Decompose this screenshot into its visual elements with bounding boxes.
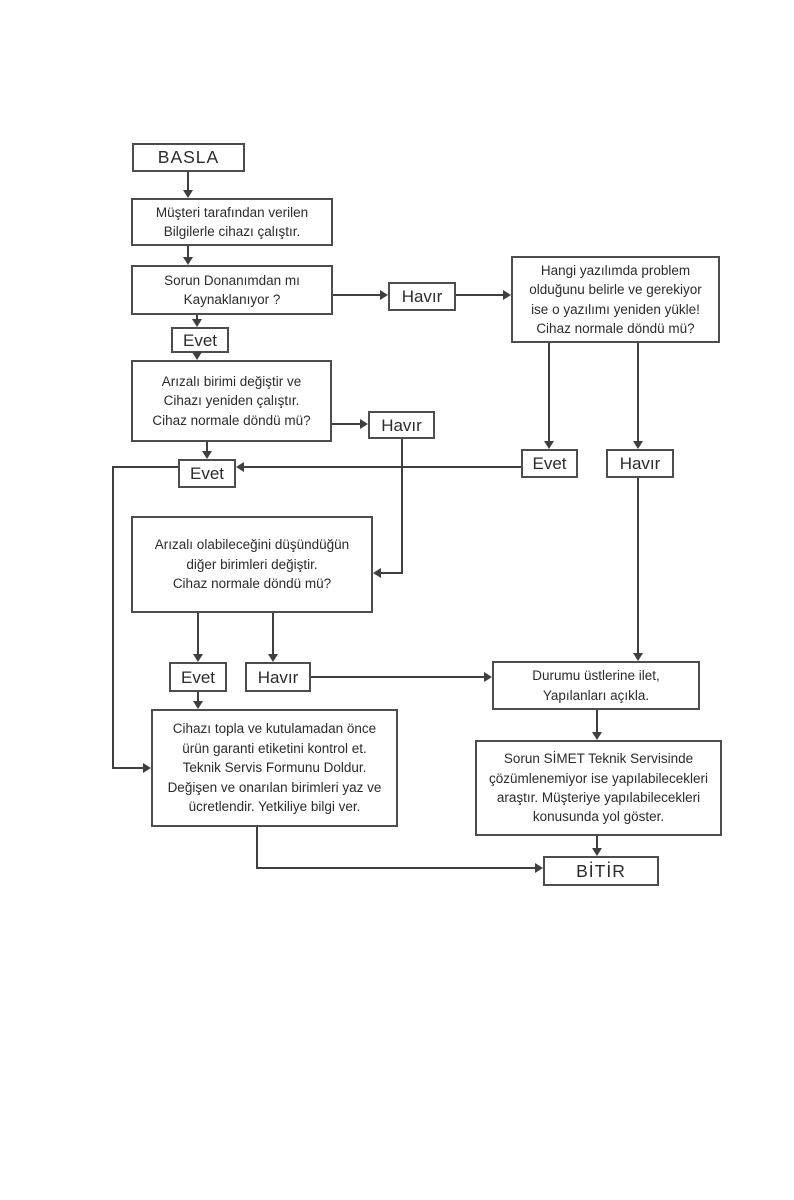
node-sorun-donanim: Sorun Donanımdan mı Kaynaklanıyor ?: [131, 265, 333, 315]
node-havir-yazilim: Havır: [606, 449, 674, 478]
arrowhead-loop-cihazi: [143, 763, 151, 773]
arrowhead-basla-musteri: [183, 190, 193, 198]
connector-evetnormal-loop-top: [113, 466, 178, 468]
arrowhead-sorun-evet: [192, 319, 202, 327]
connector-havir-diger-vertical: [401, 439, 403, 574]
arrowhead-diger-evet: [193, 654, 203, 662]
arrowhead-diger-havir: [268, 654, 278, 662]
connector-sorun-evet: [196, 315, 198, 320]
connector-arizali-evet: [206, 442, 208, 452]
arrowhead-arizali-evet: [202, 451, 212, 459]
connector-arizali-havir: [332, 423, 360, 425]
connector-cihazi-bitir-vertical: [256, 827, 258, 869]
node-sorun-simet: Sorun SİMET Teknik Servisinde çözümlenem…: [475, 740, 722, 836]
connector-diger-evet: [197, 613, 199, 654]
arrowhead-cihazi-bitir: [535, 863, 543, 873]
connector-cihazi-bitir-horizontal: [256, 867, 535, 869]
connector-basla-musteri: [187, 172, 189, 191]
node-hangi-yazilim: Hangi yazılımda problem olduğunu belirle…: [511, 256, 720, 343]
connector-havir-diger-horizontal: [381, 572, 403, 574]
node-evet-normal: Evet: [178, 459, 236, 488]
connector-diger-havir: [272, 613, 274, 654]
arrowhead-evet-arizali: [192, 352, 202, 360]
arrowhead-durumu-simet: [592, 732, 602, 740]
node-arizali-birimi: Arızalı birimi değiştir ve Cihazı yenide…: [131, 360, 332, 442]
node-arizali-diger: Arızalı olabileceğini düşündüğün diğer b…: [131, 516, 373, 613]
node-cihazi-topla: Cihazı topla ve kutulamadan önce ürün ga…: [151, 709, 398, 827]
arrowhead-evetyazilim-evetnormal: [236, 462, 244, 472]
connector-durumu-simet: [596, 710, 598, 732]
arrowhead-sorun-havir: [380, 290, 388, 300]
connector-hangi-havir: [637, 343, 639, 441]
arrowhead-hangi-evet: [544, 441, 554, 449]
arrowhead-hangi-havir: [633, 441, 643, 449]
node-evet-diger: Evet: [169, 662, 227, 692]
arrowhead-havirdiger-durumu: [484, 672, 492, 682]
connector-evetdiger-cihazi: [197, 692, 199, 701]
connector-hangi-evet: [548, 343, 550, 441]
node-havir-birim: Havır: [368, 411, 435, 439]
node-evet-yazilim: Evet: [521, 449, 578, 478]
connector-musteri-sorun: [187, 246, 189, 258]
arrowhead-simet-bitir: [592, 848, 602, 856]
node-bitir: BİTİR: [543, 856, 659, 886]
arrowhead-arizali-havir: [360, 419, 368, 429]
connector-sorun-havir: [333, 294, 380, 296]
connector-evetnormal-loop-vertical: [112, 466, 114, 769]
connector-evetnormal-loop-bottom: [112, 767, 143, 769]
node-evet-donanim: Evet: [171, 327, 229, 353]
connector-simet-bitir: [596, 836, 598, 848]
node-havir-diger: Havır: [245, 662, 311, 692]
connector-evetyazilim-evetnormal: [244, 466, 521, 468]
node-havir-donanim: Havır: [388, 282, 456, 311]
arrowhead-haviryazilim-durumu: [633, 653, 643, 661]
node-basla: BASLA: [132, 143, 245, 172]
connector-haviryazilim-durumu: [637, 478, 639, 653]
arrowhead-havir-hangi: [503, 290, 511, 300]
arrowhead-havir-diger: [373, 568, 381, 578]
connector-havirdiger-durumu: [311, 676, 484, 678]
node-durumu-ustlerine: Durumu üstlerine ilet, Yapılanları açıkl…: [492, 661, 700, 710]
arrowhead-musteri-sorun: [183, 257, 193, 265]
node-musteri-bilgileri: Müşteri tarafından verilen Bilgilerle ci…: [131, 198, 333, 246]
connector-havir-hangi: [456, 294, 503, 296]
arrowhead-evetdiger-cihazi: [193, 701, 203, 709]
